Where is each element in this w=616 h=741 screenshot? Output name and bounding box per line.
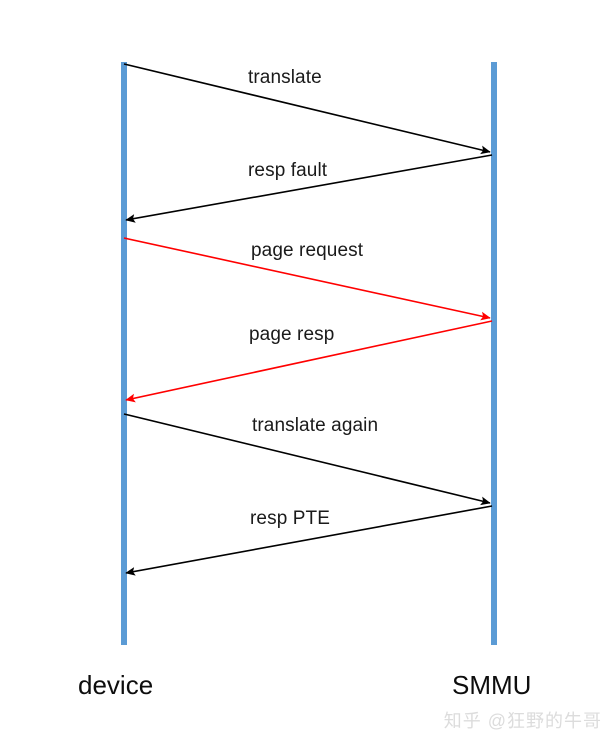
actor-label-device: device <box>78 670 154 700</box>
message-label-4: translate again <box>252 415 379 436</box>
message-label-1: resp fault <box>248 160 328 181</box>
message-arrow-2 <box>123 237 491 321</box>
actor-label-smmu: SMMU <box>452 670 532 700</box>
message-arrow-3 <box>125 320 493 403</box>
lifelines-group <box>121 62 497 645</box>
message-arrow-0 <box>123 63 491 155</box>
message-arrows-group <box>123 63 493 576</box>
message-arrow-4 <box>123 413 491 506</box>
message-label-2: page request <box>251 240 364 261</box>
message-label-5: resp PTE <box>250 508 330 529</box>
message-arrow-5 <box>125 505 493 576</box>
message-label-3: page resp <box>249 324 335 345</box>
message-arrow-1 <box>125 154 493 223</box>
message-label-0: translate <box>248 67 322 88</box>
watermark-text: 知乎 @狂野的牛哥 <box>443 711 602 731</box>
